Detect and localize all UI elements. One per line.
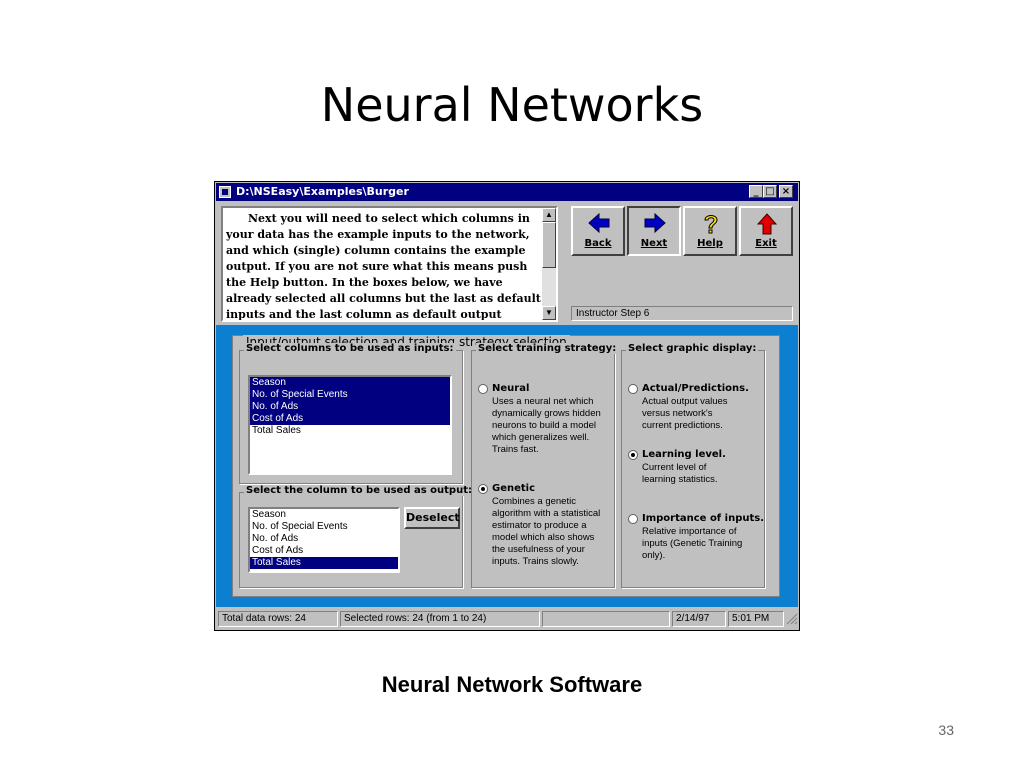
- desc-line: Uses a neural net which: [492, 396, 594, 407]
- close-button[interactable]: ×: [779, 185, 793, 198]
- help-button[interactable]: Help: [683, 206, 737, 256]
- next-label: Next: [640, 238, 668, 249]
- actual-predictions-radio[interactable]: [628, 384, 638, 394]
- genetic-title: Genetic: [492, 483, 536, 494]
- selection-group: Input/output selection and training stra…: [232, 335, 780, 597]
- neural-title: Neural: [492, 383, 530, 394]
- input-option[interactable]: Total Sales: [252, 425, 301, 436]
- desc-line: Combines a genetic: [492, 496, 576, 507]
- slide-caption: Neural Network Software: [381, 672, 643, 697]
- inputs-label: Select columns to be used as inputs:: [244, 343, 456, 354]
- time-status: 5:01 PM: [728, 611, 784, 627]
- output-option[interactable]: No. of Ads: [252, 533, 299, 544]
- scroll-up-arrow-icon[interactable]: ▲: [542, 208, 556, 222]
- instruction-textbox[interactable]: Next you will need to select which colum…: [221, 206, 558, 322]
- learning-level-title: Learning level.: [642, 449, 726, 460]
- instruction-scrollbar[interactable]: ▲ ▼: [542, 208, 556, 320]
- desc-line: Actual output values: [642, 396, 728, 407]
- output-option[interactable]: No. of Special Events: [252, 521, 348, 532]
- learning-level-radio[interactable]: [628, 450, 638, 460]
- status-bar: Total data rows: 24 Selected rows: 24 (f…: [216, 610, 798, 628]
- window-title: D:\NSEasy\Examples\Burger: [236, 185, 409, 198]
- slide-title: Neural Networks: [320, 78, 704, 132]
- output-option[interactable]: Total Sales: [250, 557, 398, 569]
- graphic-display-label: Select graphic display:: [626, 343, 759, 354]
- output-listbox[interactable]: Season No. of Special Events No. of Ads …: [248, 507, 400, 573]
- exit-label: Exit: [755, 238, 777, 249]
- training-strategy-frame: Select training strategy: Neural Uses a …: [471, 343, 619, 588]
- desc-line: dynamically grows hidden: [492, 408, 601, 419]
- training-strategy-label: Select training strategy:: [476, 343, 619, 354]
- inputs-listbox[interactable]: Season No. of Special Events No. of Ads …: [248, 375, 452, 475]
- learning-level-option[interactable]: Learning level. Current level of learnin…: [628, 449, 762, 493]
- inputs-frame: Select columns to be used as inputs: Sea…: [239, 343, 463, 484]
- help-label: Help: [697, 238, 723, 249]
- genetic-option[interactable]: Genetic Combines a genetic algorithm wit…: [478, 483, 610, 575]
- resize-grip-icon[interactable]: [786, 613, 798, 625]
- next-arrow-icon: [644, 212, 666, 234]
- desc-line: estimator to produce a: [492, 520, 587, 531]
- main-area: Input/output selection and training stra…: [216, 325, 798, 607]
- importance-of-inputs-title: Importance of inputs.: [642, 513, 764, 524]
- output-label: Select the column to be used as output:: [244, 485, 474, 496]
- empty-status-panel: [542, 611, 670, 627]
- actual-predictions-title: Actual/Predictions.: [642, 383, 749, 394]
- next-button[interactable]: Next: [627, 206, 681, 256]
- back-button[interactable]: Back: [571, 206, 625, 256]
- importance-of-inputs-radio[interactable]: [628, 514, 638, 524]
- neural-description: Uses a neural net which dynamically grow…: [492, 396, 601, 456]
- actual-predictions-description: Actual output values versus network's cu…: [642, 396, 728, 432]
- app-icon[interactable]: [219, 186, 231, 198]
- importance-of-inputs-option[interactable]: Importance of inputs. Relative importanc…: [628, 513, 764, 569]
- desc-line: algorithm with a statistical: [492, 508, 601, 519]
- scroll-thumb[interactable]: [542, 222, 556, 268]
- deselect-button[interactable]: Deselect: [404, 507, 460, 529]
- neural-radio[interactable]: [478, 384, 488, 394]
- maximize-button[interactable]: □: [763, 185, 777, 198]
- scroll-down-arrow-icon[interactable]: ▼: [542, 306, 556, 320]
- page-number: 33: [938, 722, 954, 738]
- navigation-toolbar: Back Next Help Exit: [571, 206, 793, 258]
- input-option[interactable]: Cost of Ads: [250, 413, 450, 425]
- output-frame: Select the column to be used as output: …: [239, 485, 474, 588]
- selected-rows-status: Selected rows: 24 (from 1 to 24): [340, 611, 540, 627]
- desc-line: Trains fast.: [492, 444, 539, 455]
- instruction-text: Next you will need to select which colum…: [226, 212, 541, 321]
- minimize-button[interactable]: _: [749, 185, 763, 198]
- title-bar[interactable]: D:\NSEasy\Examples\Burger _ □ ×: [216, 183, 798, 201]
- date-status: 2/14/97: [672, 611, 726, 627]
- desc-line: only).: [642, 550, 666, 561]
- help-question-icon: [704, 215, 718, 234]
- back-label: Back: [584, 238, 612, 249]
- output-option[interactable]: Cost of Ads: [252, 545, 304, 556]
- app-window: D:\NSEasy\Examples\Burger _ □ × Next you…: [214, 181, 800, 631]
- actual-predictions-option[interactable]: Actual/Predictions. Actual output values…: [628, 383, 762, 439]
- desc-line: which generalizes well.: [492, 432, 590, 443]
- input-option[interactable]: Season: [250, 377, 450, 389]
- desc-line: Relative importance of: [642, 526, 737, 537]
- instructor-step-label: Instructor Step 6: [571, 306, 793, 321]
- desc-line: inputs. Trains slowly.: [492, 556, 579, 567]
- desc-line: learning statistics.: [642, 474, 718, 485]
- back-arrow-icon: [588, 212, 610, 234]
- output-option[interactable]: Season: [252, 509, 286, 520]
- input-option[interactable]: No. of Special Events: [250, 389, 450, 401]
- desc-line: model which also shows: [492, 532, 595, 543]
- importance-of-inputs-description: Relative importance of inputs (Genetic T…: [642, 526, 742, 562]
- desc-line: inputs (Genetic Training: [642, 538, 743, 549]
- input-option[interactable]: No. of Ads: [250, 401, 450, 413]
- exit-button[interactable]: Exit: [739, 206, 793, 256]
- desc-line: current predictions.: [642, 420, 723, 431]
- total-rows-status: Total data rows: 24: [218, 611, 338, 627]
- neural-option[interactable]: Neural Uses a neural net which dynamical…: [478, 383, 610, 463]
- exit-arrow-icon: [756, 213, 778, 235]
- desc-line: the usefulness of your: [492, 544, 585, 555]
- genetic-description: Combines a genetic algorithm with a stat…: [492, 496, 600, 568]
- desc-line: neurons to build a model: [492, 420, 597, 431]
- learning-level-description: Current level of learning statistics.: [642, 462, 718, 486]
- graphic-display-frame: Select graphic display: Actual/Predictio…: [621, 343, 765, 588]
- desc-line: Current level of: [642, 462, 707, 473]
- desc-line: versus network's: [642, 408, 713, 419]
- genetic-radio[interactable]: [478, 484, 488, 494]
